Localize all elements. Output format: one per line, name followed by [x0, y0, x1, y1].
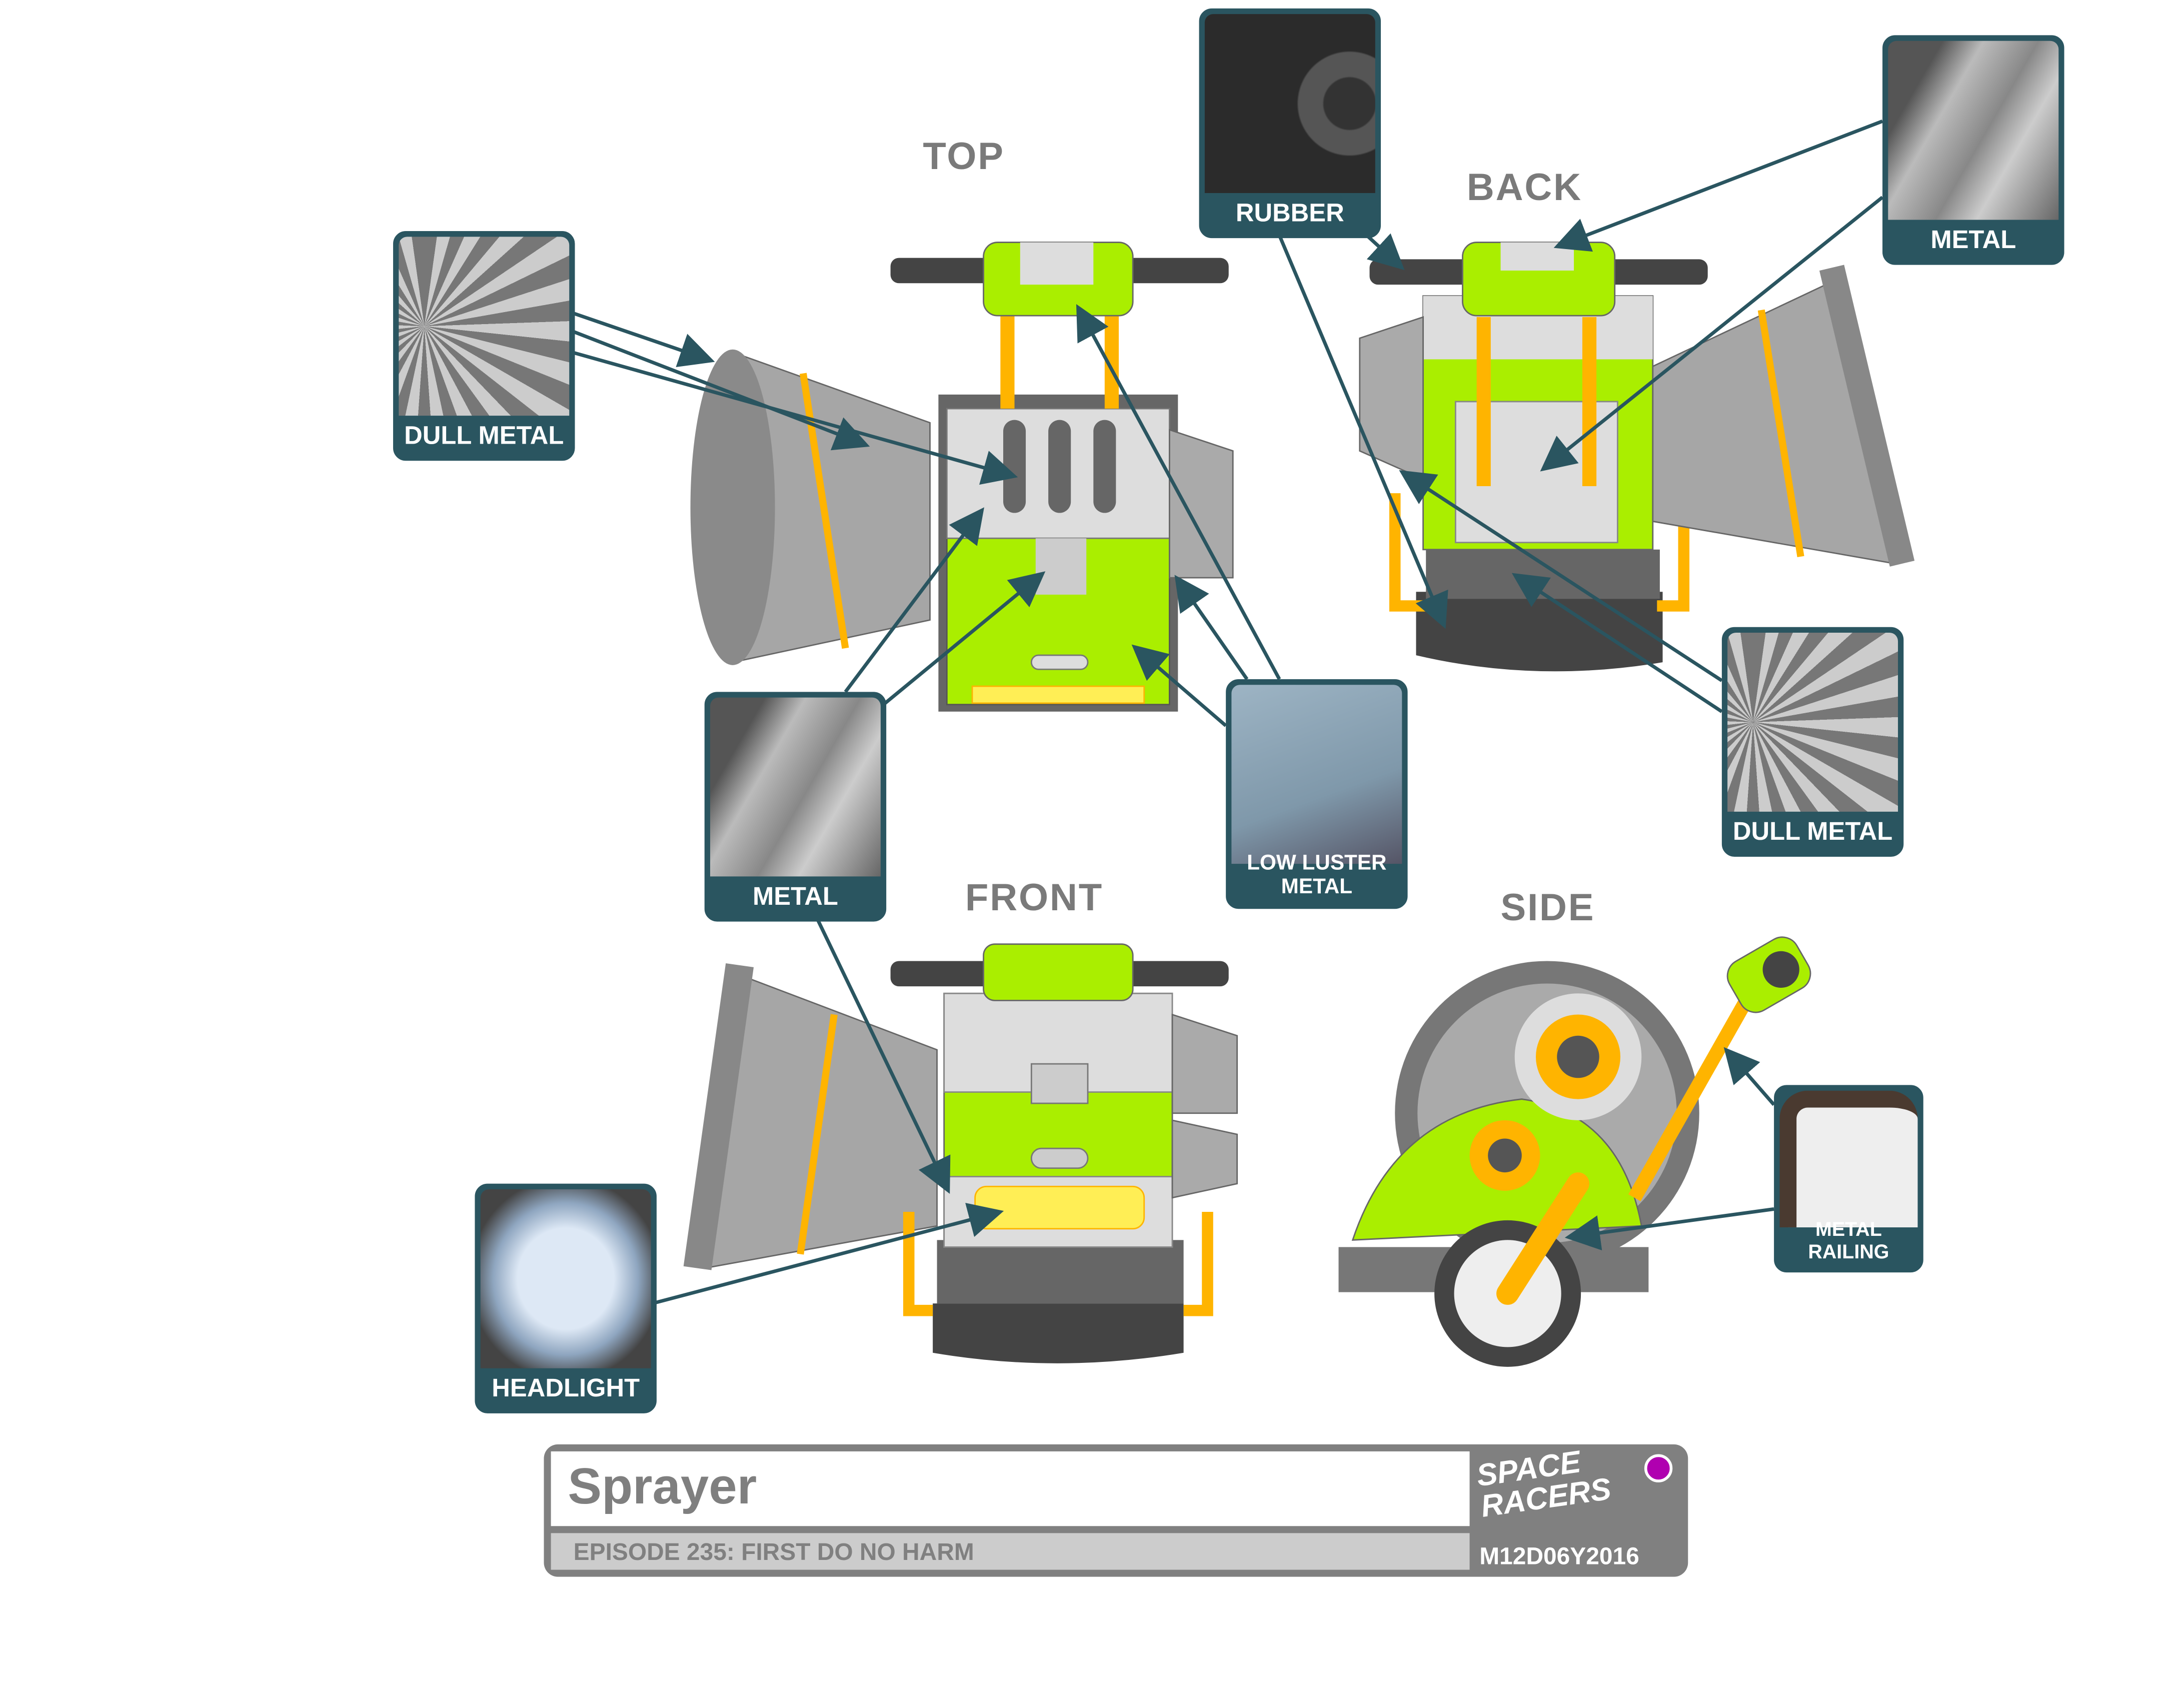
callout-dull-metal-back: DULL METAL: [1721, 627, 1904, 857]
turbine-fan-swatch: [399, 237, 570, 416]
callout-label: METAL: [1930, 225, 2016, 254]
episode-box: EPISODE 235: FIRST DO NO HARM: [551, 1533, 1470, 1570]
callout-label: HEADLIGHT: [492, 1373, 640, 1402]
side-view-drawing: [1338, 936, 1811, 1367]
metal-pipe-swatch: [1888, 41, 2059, 220]
view-title-front: FRONT: [965, 876, 1103, 919]
name-box: Sprayer: [551, 1451, 1470, 1526]
callout-headlight: HEADLIGHT: [475, 1183, 657, 1413]
painted-panel-swatch: [1231, 685, 1402, 864]
railing-swatch: [1779, 1090, 1918, 1227]
view-title-top: TOP: [923, 135, 1005, 178]
front-view-drawing: [683, 943, 1238, 1363]
tire-swatch: [1204, 14, 1375, 193]
headlight-swatch: [480, 1189, 651, 1368]
status-dot: [1644, 1454, 1673, 1482]
callout-metal-railing: METAL RAILING: [1774, 1085, 1923, 1273]
callout-label: METAL: [752, 882, 838, 911]
view-title-side: SIDE: [1500, 886, 1595, 929]
callout-metal-top: METAL: [704, 692, 887, 922]
turbine-fan-swatch: [1727, 633, 1898, 812]
view-title-back: BACK: [1466, 166, 1582, 209]
date: M12D06Y2016: [1479, 1543, 1639, 1570]
callout-label: DULL METAL: [1732, 817, 1893, 846]
callout-label: LOW LUSTER METAL: [1247, 851, 1387, 899]
back-view-drawing: [1359, 242, 1915, 672]
callout-label: DULL METAL: [404, 421, 564, 450]
callout-label: RUBBER: [1235, 199, 1344, 227]
metal-pipe-swatch: [710, 697, 881, 877]
callout-low-luster-metal: LOW LUSTER METAL: [1226, 679, 1408, 909]
episode-title: EPISODE 235: FIRST DO NO HARM: [573, 1538, 974, 1566]
title-block: Sprayer EPISODE 235: FIRST DO NO HARM SP…: [544, 1444, 1688, 1577]
callout-dull-metal: DULL METAL: [393, 231, 575, 461]
callout-metal-back: METAL: [1882, 35, 2064, 265]
callout-label: METAL RAILING: [1808, 1217, 1889, 1263]
callout-rubber: RUBBER: [1199, 8, 1381, 239]
vehicle-name: Sprayer: [568, 1457, 757, 1515]
space-racers-logo: SPACE RACERS: [1474, 1443, 1613, 1524]
callout-arrows: [571, 120, 1884, 1305]
